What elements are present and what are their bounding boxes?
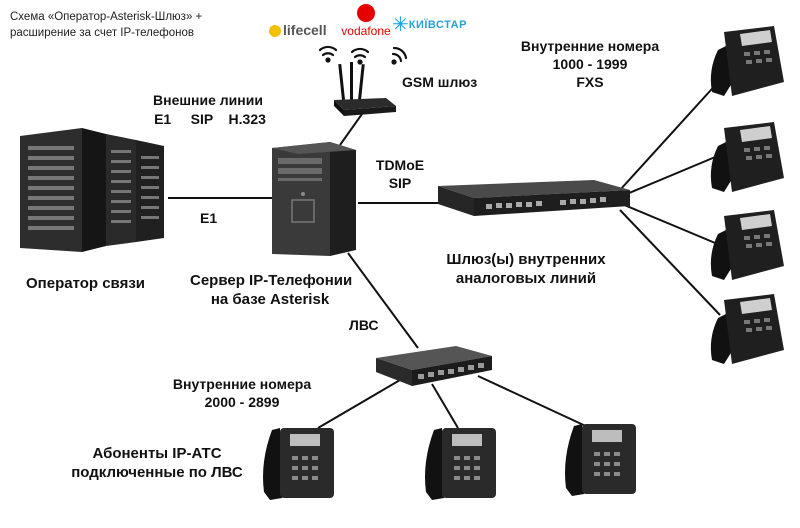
kyivstar-logo-text: КИЇВСТАР: [408, 19, 467, 31]
gsm-gateway-label: GSM шлюз: [402, 74, 478, 90]
signal-icon-kyivstar: [391, 46, 408, 65]
server-label-line1: Сервер IP-Телефонии: [190, 272, 353, 289]
lifecell-logo-text: lifecell: [283, 22, 327, 38]
signal-icon-lifecell: [318, 45, 338, 63]
operator-label: Оператор связи: [26, 275, 146, 292]
link-gateway-phone1: [619, 79, 721, 191]
sip-label: SIP: [388, 175, 412, 191]
lan-switch-device: [376, 346, 492, 386]
ip-phone-1: [263, 428, 334, 500]
vodafone-mark-icon: [357, 4, 375, 22]
analog-phone-4: [710, 294, 784, 364]
kyivstar-logo: ✳КИЇВСТАР: [392, 12, 467, 37]
caption-line-1: Схема «Оператор-Asterisk-Шлюз» +: [10, 11, 203, 23]
ip-numbers-line1: Внутренние номера: [172, 376, 312, 392]
fxs-numbers-line1: Внутренние номера: [520, 38, 660, 54]
vodafone-logo: vodafone: [336, 4, 396, 38]
e1-link-label: E1: [200, 210, 218, 226]
wireless-signal-icons: [318, 45, 408, 65]
external-lines-types: E1 SIP H.323: [154, 111, 266, 127]
link-switch-ipphone3: [477, 375, 591, 429]
link-gateway-phone4: [619, 209, 721, 316]
link-gateway-phone3: [621, 203, 721, 246]
link-switch-ipphone2: [431, 383, 459, 429]
server-label-line2: на базе Asterisk: [210, 291, 330, 308]
kyivstar-star-icon: ✳: [392, 14, 409, 36]
lifecell-logo: lifecell: [269, 22, 327, 38]
operator-racks-device: [20, 128, 164, 252]
asterisk-server-device: [272, 142, 356, 256]
link-gateway-phone2: [621, 154, 721, 197]
ip-numbers-line2: 2000 - 2899: [204, 394, 280, 410]
analog-gateway-label-line1: Шлюз(ы) внутренних: [446, 251, 606, 268]
ip-phone-3: [565, 424, 636, 496]
gsm-gateway-device: [334, 62, 396, 116]
analog-gateway-device: [438, 180, 630, 216]
caption-line-2: расширение за счет IP-телефонов: [10, 27, 194, 39]
link-switch-ipphone1: [317, 379, 401, 429]
external-lines-title: Внешние линии: [153, 92, 263, 108]
ip-subscribers-line2: подключенные по ЛВС: [71, 464, 243, 481]
ip-phone-2: [425, 428, 496, 500]
fxs-numbers-line2: 1000 - 1999: [552, 56, 628, 72]
analog-gateway-label-line2: аналоговых линий: [455, 270, 597, 287]
ip-subscribers-line1: Абоненты IP-АТС: [92, 445, 222, 462]
link-server-switch: [347, 252, 419, 349]
analog-phone-1: [710, 26, 784, 96]
lan-label: ЛВС: [349, 317, 379, 333]
analog-phone-3: [710, 210, 784, 280]
fxs-numbers-line3: FXS: [576, 74, 604, 90]
link-server-gsm: [339, 113, 363, 146]
tdmoe-label: TDMoE: [375, 157, 425, 173]
analog-phone-2: [710, 122, 784, 192]
signal-icon-vodafone: [350, 47, 370, 65]
vodafone-logo-text: vodafone: [341, 24, 391, 38]
